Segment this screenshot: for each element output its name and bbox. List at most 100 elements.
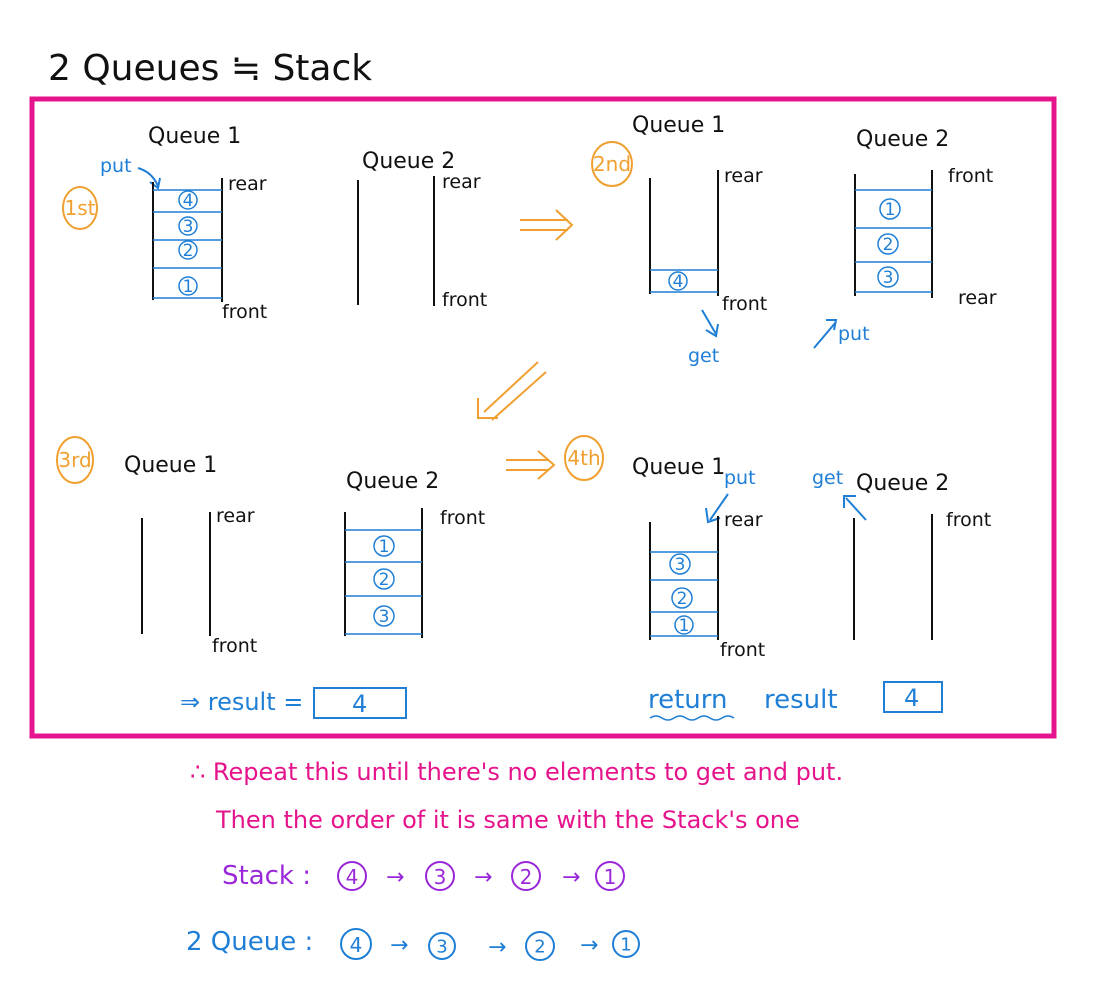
item-circle	[671, 587, 693, 609]
return-value: 4	[904, 684, 919, 712]
result-value: 4	[352, 690, 367, 718]
arrow-glyph: →	[562, 865, 580, 890]
panel2-get-label: get	[688, 345, 719, 367]
queue-circle	[428, 932, 456, 960]
step4-label: 4th	[567, 446, 600, 470]
stack-circle	[595, 861, 625, 891]
panel4-q1-rear: rear	[724, 509, 763, 531]
panel2-put-arrow	[813, 321, 837, 349]
panel3-q2-front: front	[440, 507, 485, 529]
result-box	[313, 687, 407, 719]
stack-item: 1	[604, 865, 617, 889]
panel-4: 4th Queue 1 Queue 2 put 3 2 1 rear front…	[564, 435, 991, 721]
queue-item: 2	[534, 937, 545, 958]
item-circle	[674, 615, 694, 635]
item-circle	[877, 266, 899, 288]
return-text: result	[764, 685, 838, 715]
step1-label: 1st	[65, 196, 96, 220]
panel2-q2-item: 2	[883, 235, 894, 255]
note-line-2: Then the order of it is same with the St…	[215, 806, 800, 834]
note-line-1: ∴ Repeat this until there's no elements …	[190, 758, 843, 786]
step1-badge	[62, 186, 98, 230]
item-circle	[178, 190, 198, 210]
panel1-q1-item: 3	[183, 217, 194, 237]
panel3-q1-rear: rear	[216, 505, 255, 527]
panel1-q1-rear: rear	[228, 173, 267, 195]
panel1-put-arrow	[137, 167, 159, 187]
stack-item: 4	[346, 865, 359, 889]
queue-circle	[612, 930, 640, 958]
arrow-step2-to-step3	[477, 361, 547, 421]
item-circle	[373, 605, 395, 627]
panel4-q1-item: 2	[677, 589, 688, 609]
panel3-q2-item: 2	[379, 570, 390, 590]
return-underline	[649, 715, 735, 721]
panel4-q1-item: 3	[675, 555, 686, 575]
step3-label: 3rd	[58, 448, 91, 472]
panel2-q1-item: 4	[673, 272, 684, 292]
panel3-q2-item: 1	[379, 537, 390, 557]
panel4-put-label: put	[724, 467, 756, 489]
panel1-q1-item: 4	[183, 191, 194, 211]
arrow-glyph: →	[580, 933, 598, 958]
panel1-q1-item: 2	[183, 241, 194, 261]
page-title: 2 Queues ≒ Stack	[48, 48, 372, 89]
item-circle	[178, 216, 198, 236]
step2-badge	[591, 141, 633, 187]
queue-circle	[525, 931, 555, 961]
arrow-glyph: →	[474, 865, 492, 890]
panel4-put-arrowhead	[705, 507, 721, 524]
step4-badge	[564, 435, 604, 481]
panel1-q2-rear: rear	[442, 171, 481, 193]
panel2-q2-rear: rear	[958, 287, 997, 309]
item-circle	[877, 233, 899, 255]
panel4-put-arrow	[709, 493, 729, 521]
stack-circle	[337, 861, 367, 891]
stack-label: Stack :	[222, 861, 311, 891]
queue-order: 4 → 3 → 2 → 1	[340, 928, 640, 961]
panel4-q2-front: front	[946, 509, 991, 531]
item-circle	[879, 198, 901, 220]
step2-label: 2nd	[593, 152, 631, 176]
panel2-q2-front: front	[948, 165, 993, 187]
panel4-get-arrow	[845, 497, 867, 521]
arrow-glyph: →	[488, 935, 506, 960]
return-keyword: return	[648, 685, 728, 715]
queue-item: 4	[350, 933, 363, 957]
panel-1: Queue 1 Queue 2 1st put 4 3 2 1 rear fro…	[62, 124, 487, 323]
panel-3: 3rd Queue 1 Queue 2 rear front 1 2 3 fro…	[56, 436, 485, 719]
arrow-step3-to-step4	[506, 450, 556, 480]
step3-badge	[56, 436, 94, 484]
item-circle	[669, 553, 691, 575]
panel2-q2-item: 1	[885, 200, 896, 220]
panel1-q1-item: 1	[183, 277, 194, 297]
panel4-q1-front: front	[720, 639, 765, 661]
arrow-step1-to-step2	[520, 209, 574, 241]
panel3-queue2-title: Queue 2	[346, 469, 439, 494]
panel4-queue2-title: Queue 2	[856, 471, 949, 496]
panel2-put-label: put	[838, 323, 870, 345]
panel3-queue1-title: Queue 1	[124, 453, 217, 478]
result-label: ⇒ result =	[180, 688, 303, 716]
panel-2: Queue 1 Queue 2 2nd 4 rear front get 1 2…	[591, 113, 997, 367]
stack-order: 4 → 3 → 2 → 1	[337, 861, 625, 891]
item-circle	[373, 535, 395, 557]
panel1-q1-front: front	[222, 301, 267, 323]
notes: ∴ Repeat this until there's no elements …	[186, 758, 843, 961]
panel2-get-arrowhead	[705, 323, 719, 338]
panel1-queue2-title: Queue 2	[362, 149, 455, 174]
panel2-q2-item: 3	[883, 268, 894, 288]
stack-item: 3	[434, 865, 447, 889]
arrow-glyph: →	[386, 865, 404, 890]
panel2-put-arrowhead	[826, 319, 838, 331]
item-circle	[178, 240, 198, 260]
panel2-q1-front: front	[722, 293, 767, 315]
queue-item: 1	[620, 935, 631, 956]
item-circle	[373, 568, 395, 590]
panel2-q1-rear: rear	[724, 165, 763, 187]
panel2-get-arrow	[701, 309, 717, 335]
stack-circle	[511, 861, 541, 891]
stack-item: 2	[520, 865, 533, 889]
panel3-q1-front: front	[212, 635, 257, 657]
